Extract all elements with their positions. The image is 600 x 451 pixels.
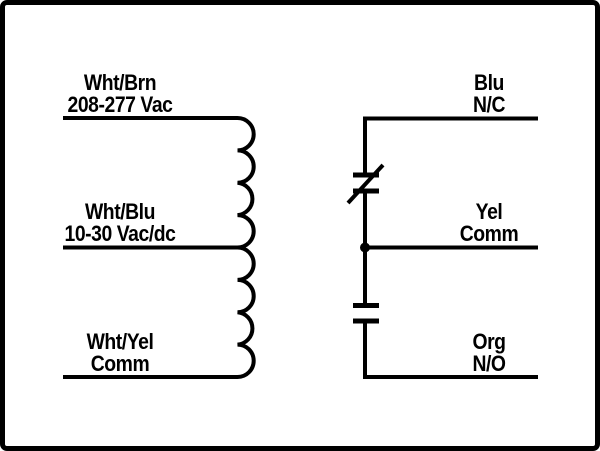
wire-color-label: Org (472, 329, 506, 354)
wire-spec-label: Comm (90, 351, 150, 376)
wire-color-label: Yel (475, 199, 503, 224)
terminal-label-contact-common: Yel Comm (401, 201, 577, 245)
wire-color-label: Blu (474, 70, 504, 95)
junction-dot-icon (360, 242, 370, 253)
nc-wire (363, 116, 538, 173)
terminal-label-line-voltage: Wht/Brn 208-277 Vac (32, 72, 208, 116)
contact-type-label: N/C (472, 92, 506, 117)
wire-color-label: Wht/Yel (86, 329, 154, 354)
wire-color-label: Wht/Brn (83, 70, 157, 95)
contact-type-label: N/O (472, 351, 506, 376)
nc-slash-icon (346, 163, 385, 205)
terminal-label-low-voltage: Wht/Blu 10-30 Vac/dc (32, 201, 208, 245)
terminal-label-coil-common: Wht/Yel Comm (32, 331, 208, 375)
no-contact-icon (353, 303, 379, 324)
no-wire (363, 323, 538, 379)
wire-spec-label: 10-30 Vac/dc (64, 221, 176, 246)
terminal-label-nc: Blu N/C (401, 72, 577, 116)
terminal-label-no: Org N/O (401, 331, 577, 375)
wire-color-label: Wht/Blu (84, 199, 156, 224)
wire-spec-label: 208-277 Vac (67, 92, 173, 117)
contact-type-label: Comm (459, 221, 519, 246)
